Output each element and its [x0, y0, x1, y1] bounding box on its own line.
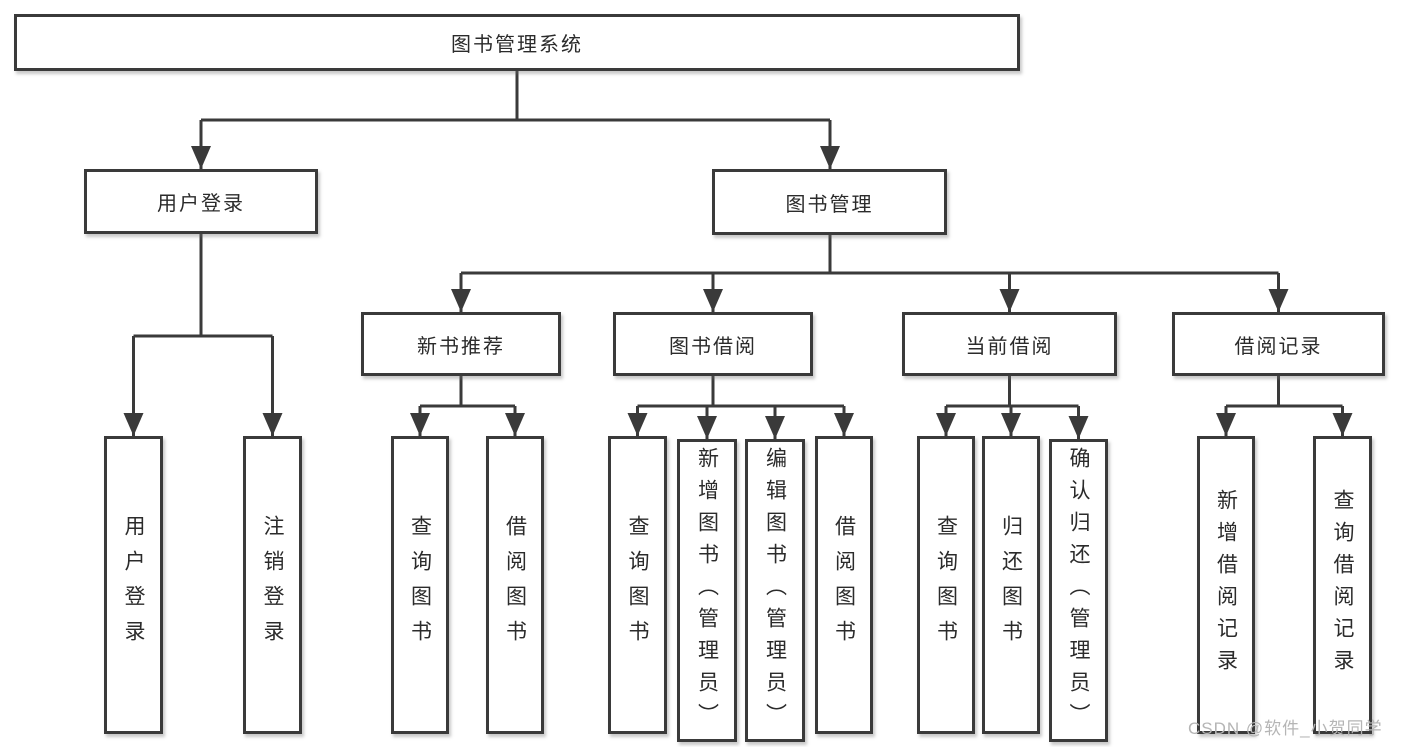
node-library-management-system: 图书管理系统: [14, 14, 1020, 71]
leaf-br-add-record: 新增借阅记录: [1197, 436, 1255, 734]
leaf-label: 查询借阅记录: [1331, 489, 1354, 681]
leaf-cb-return-books: 归还图书: [982, 436, 1040, 734]
node-current-borrowing: 当前借阅: [902, 312, 1117, 376]
leaf-nr-borrow-books: 借阅图书: [486, 436, 544, 734]
node-label: 图书借阅: [669, 335, 757, 358]
leaf-label: 新增借阅记录: [1214, 489, 1238, 681]
csdn-watermark: CSDN @软件_小贺同学: [1188, 719, 1383, 738]
leaf-cb-confirm-return-admin: 确认归还（管理员）: [1049, 439, 1108, 742]
leaf-logout: 注销登录: [243, 436, 302, 734]
leaf-label: 注销登录: [261, 515, 284, 655]
leaf-label: 借阅图书: [832, 515, 856, 655]
leaf-label: 查询图书: [934, 515, 958, 655]
leaf-bb-query-books: 查询图书: [608, 436, 667, 734]
node-label: 用户登录: [157, 193, 245, 215]
node-user-login: 用户登录: [84, 169, 318, 234]
leaf-nr-query-books: 查询图书: [391, 436, 449, 734]
connector-trunk-lines: [133, 71, 1343, 408]
node-label: 图书管理系统: [451, 34, 583, 56]
node-label: 借阅记录: [1234, 335, 1323, 358]
leaf-user-login: 用户登录: [104, 436, 163, 734]
node-book-management: 图书管理: [712, 169, 947, 235]
leaf-label: 编辑图书（管理员）: [763, 446, 787, 735]
node-book-borrowing: 图书借阅: [613, 312, 813, 376]
leaf-bb-add-books-admin: 新增图书（管理员）: [677, 439, 737, 742]
leaf-label: 查询图书: [408, 515, 432, 655]
leaf-label: 借阅图书: [503, 515, 527, 655]
leaf-label: 查询图书: [626, 515, 649, 655]
node-label: 图书管理: [785, 193, 874, 216]
node-borrowing-records: 借阅记录: [1172, 312, 1385, 376]
node-label: 当前借阅: [965, 335, 1054, 358]
leaf-label: 归还图书: [999, 515, 1023, 655]
node-new-book-recommend: 新书推荐: [361, 312, 561, 376]
leaf-label: 确认归还（管理员）: [1067, 446, 1090, 735]
leaf-cb-query-books: 查询图书: [917, 436, 975, 734]
leaf-bb-edit-books-admin: 编辑图书（管理员）: [745, 439, 805, 742]
leaf-label: 用户登录: [122, 515, 145, 655]
leaf-label: 新增图书（管理员）: [695, 446, 719, 735]
node-label: 新书推荐: [417, 335, 505, 358]
leaf-bb-borrow-books: 借阅图书: [815, 436, 873, 734]
leaf-br-query-record: 查询借阅记录: [1313, 436, 1372, 734]
